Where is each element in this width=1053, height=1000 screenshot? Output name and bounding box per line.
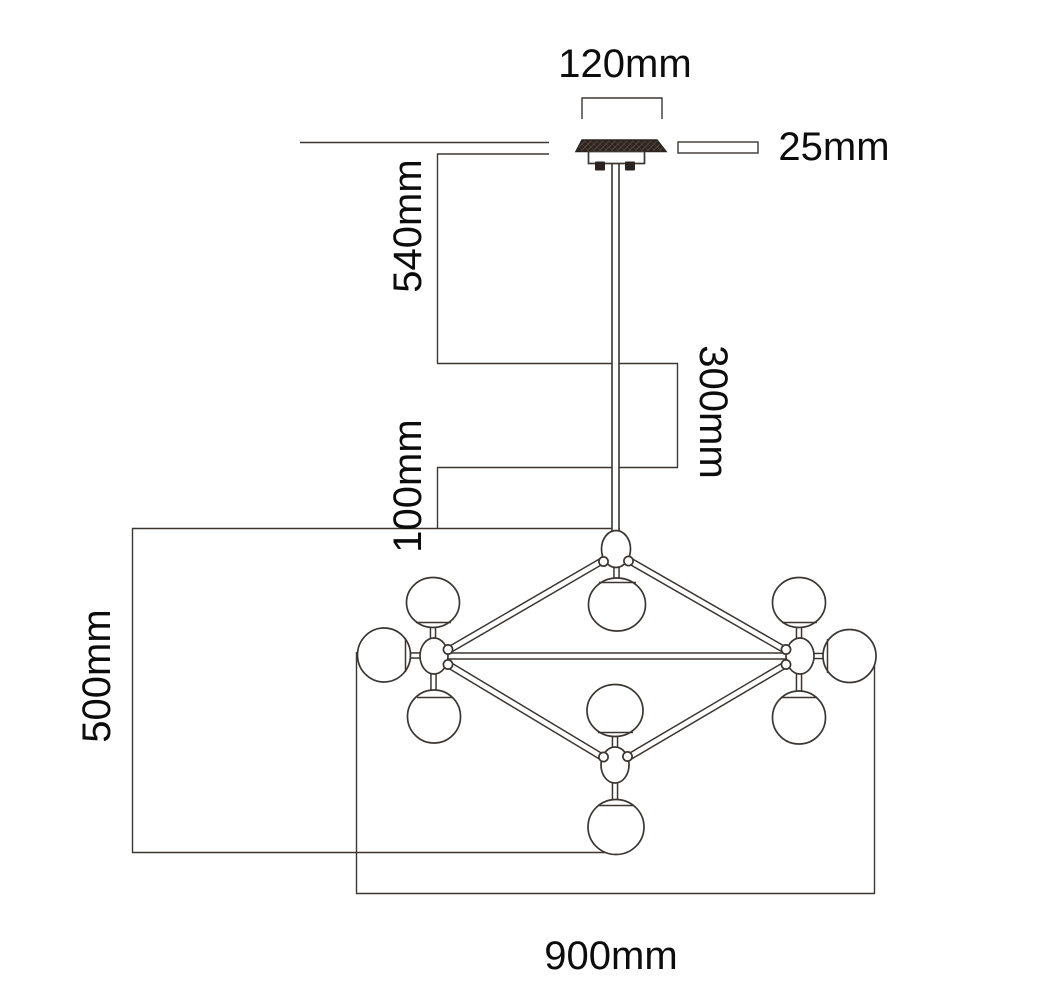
- globe-right-north: [771, 576, 827, 629]
- globe-right-south: [771, 690, 827, 745]
- glass-globes: [356, 576, 877, 856]
- dimension-labels: 120mm 25mm 540mm 300mm 100mm 500mm 900mm: [75, 42, 890, 978]
- ceiling-canopy-plate: [574, 139, 668, 153]
- dim-label-canopy-width: 120mm: [558, 42, 691, 86]
- dim-label-canopy-height: 25mm: [778, 125, 889, 169]
- globe-right-east: [822, 628, 877, 684]
- globe-bottom-inner: [586, 683, 644, 738]
- canopy-screw-left: [595, 161, 605, 171]
- dim-label-rod-drop: 540mm: [386, 159, 430, 292]
- dimension-lines: [131, 97, 876, 895]
- hub-connector-nubs: [442, 555, 792, 763]
- hub-top: [600, 529, 632, 569]
- chandelier-fixture: [356, 139, 877, 856]
- canopy-screw-right: [625, 161, 635, 171]
- dim-bracket-25mm: [677, 141, 759, 154]
- dim-label-body-width: 900mm: [544, 934, 677, 978]
- dim-bracket-120mm: [581, 97, 663, 119]
- frame-rods: [443, 557, 791, 761]
- globe-top-center: [587, 577, 647, 632]
- canopy-mount-bracket: [587, 150, 646, 165]
- globe-left-north: [405, 576, 461, 629]
- globe-bottom-outer: [587, 798, 645, 856]
- dim-label-body-height: 500mm: [75, 609, 119, 742]
- hub-right: [785, 637, 815, 675]
- globe-left-south: [406, 689, 462, 744]
- dim-label-rod-extension: 300mm: [691, 345, 735, 478]
- dim-label-hub-offset: 100mm: [386, 419, 430, 552]
- hub-left: [419, 637, 449, 675]
- globe-left-west: [356, 627, 412, 683]
